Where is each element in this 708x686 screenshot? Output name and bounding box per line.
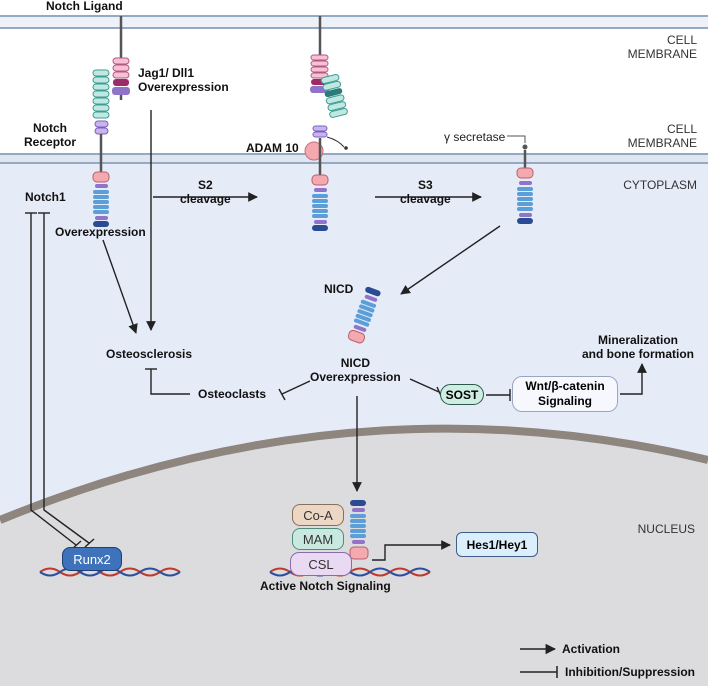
nicd-nuclear: [349, 500, 369, 560]
csl-box: CSL: [290, 552, 352, 576]
cytoplasm-label: CYTOPLASM: [623, 178, 697, 192]
inhibit-nicd-osteoclasts: [278, 380, 311, 401]
active-notch-signaling-label: Active Notch Signaling: [260, 579, 391, 593]
legend-inhibition-label: Inhibition/Suppression: [565, 665, 695, 679]
mineralization-label: Mineralization and bone formation: [582, 333, 694, 362]
arrow-to-nicd: [400, 225, 501, 295]
arrow-overexpression-to-osteosclerosis: [102, 239, 138, 334]
nucleus-label: NUCLEUS: [637, 522, 695, 536]
cell-membrane-label-mid: CELL MEMBRANE: [627, 122, 697, 151]
jag1-dll1-label: Jag1/ Dll1 Overexpression: [138, 66, 229, 95]
cell-membrane-label-top: CELL MEMBRANE: [627, 33, 697, 62]
gamma-secretase-label: γ secretase: [444, 130, 506, 144]
arrow-wnt-to-mineralization: [620, 363, 647, 395]
inhibit-sost-wnt: [486, 389, 511, 401]
sost-box: SOST: [440, 384, 484, 405]
s3-cleavage-label: S3 cleavage: [400, 178, 451, 207]
top-membrane: [0, 15, 708, 29]
legend-inhibition-line: [520, 666, 558, 678]
inhibit-notch1-runx2: [25, 212, 95, 550]
co-a-box: Co-A: [292, 504, 344, 526]
hes-hey-box: Hes1/Hey1: [456, 532, 538, 557]
runx2-box: Runx2: [62, 547, 122, 571]
legend-activation-label: Activation: [562, 642, 621, 656]
notch-ligand-label: Notch Ligand: [46, 0, 123, 13]
adam10-label: ADAM 10: [246, 141, 299, 155]
osteosclerosis-label: Osteosclerosis: [106, 347, 193, 361]
notch1-label: Notch1: [25, 190, 66, 204]
inhibit-osteoclasts-osteosclerosis: [145, 368, 190, 395]
osteoclasts-label: Osteoclasts: [198, 387, 267, 401]
overexpression-label: Overexpression: [55, 225, 146, 239]
arrow-to-hes-hey: [372, 540, 451, 561]
notch-receptor-label: Notch Receptor: [24, 121, 77, 150]
wnt-signaling-box: Wnt/β-catenin Signaling: [512, 376, 618, 412]
nicd-fragment: [347, 286, 381, 344]
notch-receptor-full: [92, 16, 130, 227]
mam-box: MAM: [292, 528, 344, 550]
nicd-label: NICD: [324, 282, 354, 296]
plasma-membrane: [0, 153, 708, 164]
nicd-overexpression-label: NICD Overexpression: [310, 356, 401, 385]
notch-receptor-s2: [304, 16, 348, 231]
nuclear-envelope: [0, 424, 708, 524]
s2-cleavage-label: S2 cleavage: [180, 178, 231, 207]
notch-receptor-s3: [507, 135, 534, 224]
